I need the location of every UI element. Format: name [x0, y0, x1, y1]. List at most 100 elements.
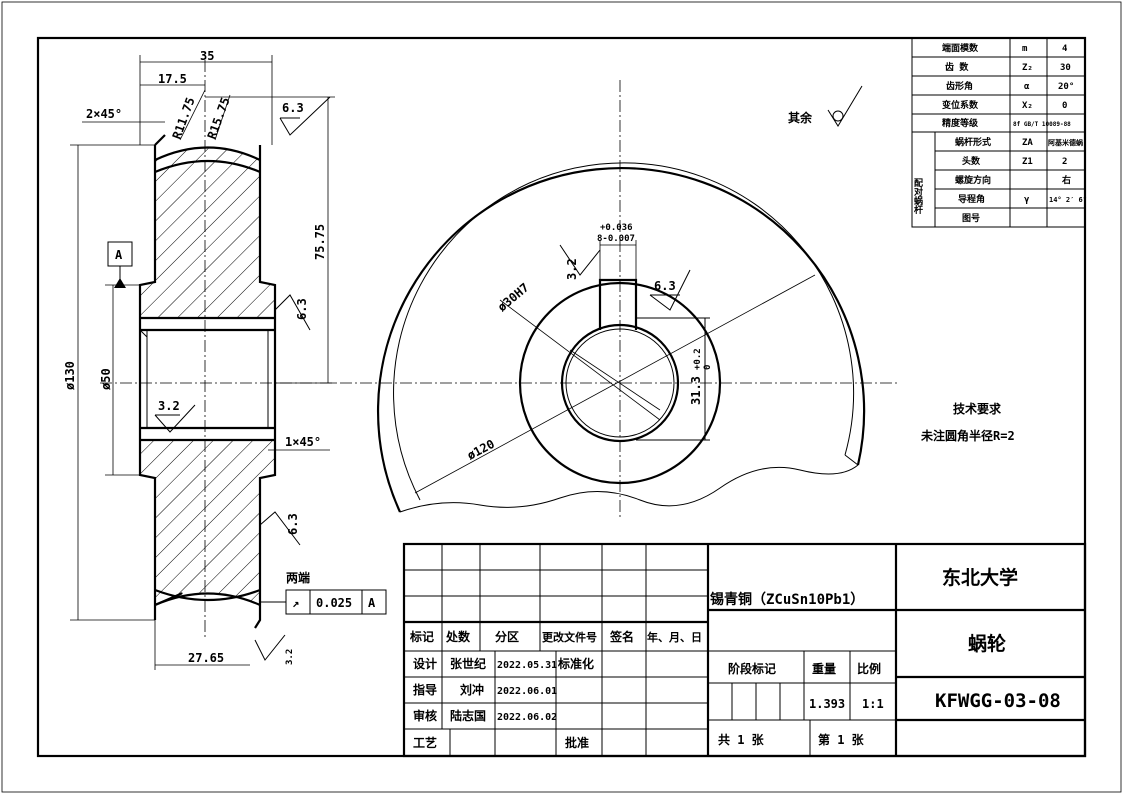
group-val-2: 右 [1061, 174, 1071, 186]
param-sym-1: Z₂ [1022, 63, 1033, 73]
group-label-0: 蜗杆形式 [955, 136, 991, 148]
review-date: 2022.06.02 [497, 712, 557, 723]
approve-label: 批准 [565, 735, 589, 750]
std-label: 标准化 [557, 656, 594, 671]
gear-inner-arc [393, 162, 855, 501]
rev-header-5: 年、月、日 [647, 630, 702, 644]
param-val-2: 20° [1058, 82, 1074, 92]
roughness-3-2-key: 3.2 [565, 258, 579, 280]
total-sheets: 共 1 张 [718, 732, 765, 747]
group-val-0: 阿基米德蜗 [1048, 138, 1083, 147]
process-label: 工艺 [413, 735, 437, 750]
dim-31-3: 31.3 [689, 376, 703, 405]
runout-icon: ↗ [292, 596, 299, 610]
param-sym-3: X₂ [1022, 101, 1033, 111]
param-label-4: 精度等级 [942, 117, 979, 129]
rev-header-1: 处数 [445, 629, 471, 644]
param-label-1: 齿 数 [945, 61, 969, 73]
bore-circle [560, 323, 680, 443]
dim-75-75: 75.75 [313, 224, 327, 260]
stage-label: 阶段标记 [728, 661, 776, 676]
weight-label: 重量 [812, 661, 836, 676]
group-val-1: 2 [1062, 157, 1067, 167]
section-outline [138, 134, 277, 629]
param-label-0: 端面模数 [942, 42, 979, 54]
roughness-6-3-low: 6.3 [286, 513, 300, 535]
review-label: 审核 [413, 708, 437, 723]
guide-date: 2022.06.01 [497, 686, 557, 697]
rev-header-0: 标记 [409, 629, 434, 644]
gear-outer-arc [376, 167, 866, 513]
guide-name: 刘冲 [460, 682, 484, 697]
scale-value: 1:1 [862, 697, 884, 711]
group-label-4: 图号 [962, 213, 980, 224]
roughness-6-3-key: 6.3 [654, 279, 676, 293]
material: 锡青铜（ZCuSn10Pb1） [710, 591, 864, 608]
both-ends-label: 两端 [286, 570, 310, 585]
dim-27-65: 27.65 [188, 651, 224, 665]
rest-label: 其余 [788, 110, 813, 125]
dim-17-5: 17.5 [158, 72, 187, 86]
design-date: 2022.05.31 [497, 660, 557, 671]
roughness-3-2-bore: 3.2 [158, 399, 180, 413]
lower-rim-hatch [140, 440, 275, 605]
group-val-3: 14° 2′ 6″ [1049, 196, 1087, 204]
param-val-3: 0 [1062, 101, 1067, 111]
tolerance-value: 0.025 [316, 596, 352, 610]
hub-circle [518, 281, 722, 485]
drawing-frame [36, 36, 1087, 758]
dim-dia-120: ø120 [465, 437, 497, 463]
roughness-6-3-top: 6.3 [282, 101, 304, 115]
notes-line-1: 未注圆角半径R=2 [920, 428, 1015, 443]
dim-r15-75: R15.75 [205, 95, 233, 141]
upper-rim-hatch [140, 147, 275, 318]
dim-dia-50: ø50 [99, 368, 113, 390]
university: 东北大学 [942, 566, 1018, 589]
dim-dia-30h7: ø30H7 [495, 280, 532, 314]
datum-letter: A [115, 248, 123, 262]
notes-title: 技术要求 [953, 401, 1002, 416]
param-sym-0: m [1022, 44, 1028, 54]
key-width: 8-0.007 [597, 234, 635, 244]
dim-35: 35 [200, 49, 214, 63]
design-label: 设计 [413, 656, 437, 671]
group-sym-3: γ [1024, 195, 1030, 205]
rev-header-3: 更改文件号 [542, 630, 597, 644]
group-sym-1: Z1 [1022, 157, 1033, 167]
front-view: 31.3 +0.2 0 +0.036 8-0.007 3.2 6.3 ø120 … [376, 80, 866, 520]
tolerance-datum: A [368, 596, 376, 610]
rev-header-4: 签名 [609, 629, 634, 644]
scale-label: 比例 [857, 661, 881, 676]
param-val-4: 8f GB/T 10089-88 [1013, 121, 1071, 128]
roughness-6-3-mid: 6.3 [295, 298, 309, 320]
group-label-2: 螺旋方向 [955, 174, 991, 186]
param-val-1: 30 [1060, 63, 1071, 73]
dim-chamfer-bottom: 1×45° [285, 435, 321, 449]
weight-value: 1.393 [809, 697, 845, 711]
section-view: 35 17.5 2×45° R11.75 R15.75 6.3 75.75 6.… [63, 49, 900, 670]
rev-header-2: 分区 [495, 629, 519, 644]
dim-31-3-tol: +0.2 [693, 348, 703, 370]
parameter-table: 端面模数 m 4 齿 数 Z₂ 30 齿形角 α 20° 变位系数 X₂ 0 精… [911, 37, 1087, 228]
group-label-1: 头数 [962, 155, 981, 167]
guide-label: 指导 [413, 682, 437, 697]
dim-r11-75: R11.75 [170, 95, 198, 141]
design-name: 张世纪 [450, 656, 486, 671]
param-sym-2: α [1024, 82, 1030, 92]
group-label-3: 导程角 [958, 193, 985, 205]
param-group-label: 配对蜗杆 [912, 178, 923, 215]
dim-chamfer-top: 2×45° [86, 107, 122, 121]
drawing-number: KFWGG-03-08 [935, 690, 1061, 712]
param-label-2: 齿形角 [946, 80, 973, 92]
roughness-3-2-bottom: 3.2 [285, 649, 295, 665]
group-sym-0: ZA [1022, 138, 1033, 148]
key-tol: +0.036 [600, 223, 633, 233]
part-name: 蜗轮 [968, 632, 1006, 655]
sheet-number: 第 1 张 [818, 732, 865, 747]
param-val-0: 4 [1062, 44, 1068, 54]
review-name: 陆志国 [450, 708, 486, 723]
param-label-3: 变位系数 [942, 99, 979, 111]
dim-31-3-tol-low: 0 [703, 365, 713, 370]
